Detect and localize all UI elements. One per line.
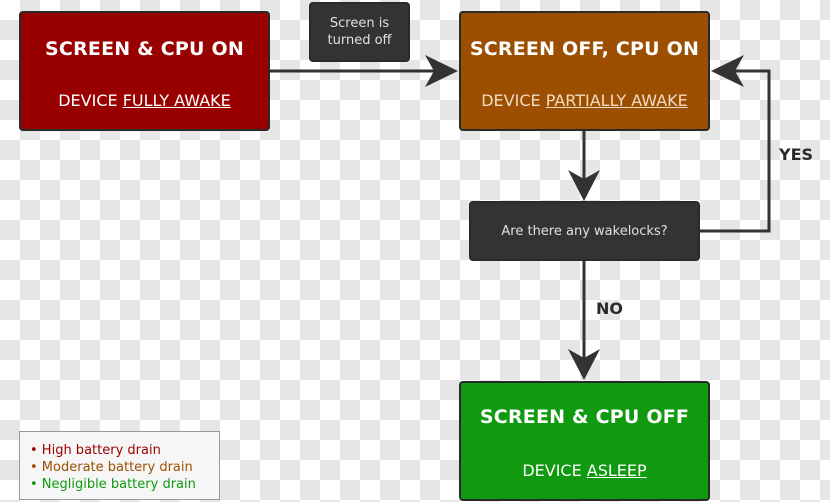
status-prefix: DEVICE bbox=[58, 91, 123, 110]
event-screen-turned-off: Screen is turned off bbox=[309, 2, 410, 62]
legend: • High battery drain • Moderate battery … bbox=[19, 431, 220, 500]
arrowhead-asleep bbox=[568, 349, 600, 380]
status-text: PARTIALLY AWAKE bbox=[545, 91, 688, 110]
legend-item-moderate: • Moderate battery drain bbox=[30, 460, 193, 475]
arrowhead-partial bbox=[425, 55, 458, 87]
state-asleep: SCREEN & CPU OFF DEVICE ASLEEP bbox=[459, 381, 710, 501]
state-status: DEVICE ASLEEP bbox=[522, 461, 646, 480]
state-title: SCREEN & CPU ON bbox=[45, 38, 244, 60]
arrowhead-yes-loop bbox=[711, 55, 744, 87]
state-fully-awake: SCREEN & CPU ON DEVICE FULLY AWAKE bbox=[19, 11, 270, 131]
legend-item-high: • High battery drain bbox=[30, 443, 161, 458]
event-line-1: Screen is bbox=[329, 16, 390, 31]
state-status: DEVICE FULLY AWAKE bbox=[58, 91, 231, 110]
decision-wakelocks: Are there any wakelocks? bbox=[469, 201, 700, 261]
event-line-2: turned off bbox=[327, 33, 392, 48]
state-partially-awake: SCREEN OFF, CPU ON DEVICE PARTIALLY AWAK… bbox=[459, 11, 710, 131]
status-prefix: DEVICE bbox=[522, 461, 587, 480]
arrowhead-decision bbox=[568, 170, 600, 201]
decision-question: Are there any wakelocks? bbox=[501, 223, 668, 239]
status-text: FULLY AWAKE bbox=[122, 91, 231, 110]
status-prefix: DEVICE bbox=[481, 91, 546, 110]
status-text: ASLEEP bbox=[586, 461, 647, 480]
state-title: SCREEN & CPU OFF bbox=[479, 406, 690, 428]
edge-label-no: NO bbox=[596, 299, 623, 318]
state-status: DEVICE PARTIALLY AWAKE bbox=[481, 91, 688, 110]
arrow-yes-loop bbox=[700, 69, 771, 233]
state-title: SCREEN OFF, CPU ON bbox=[469, 38, 700, 60]
legend-item-negligible: • Negligible battery drain bbox=[30, 477, 196, 492]
edge-label-yes: YES bbox=[779, 145, 814, 164]
